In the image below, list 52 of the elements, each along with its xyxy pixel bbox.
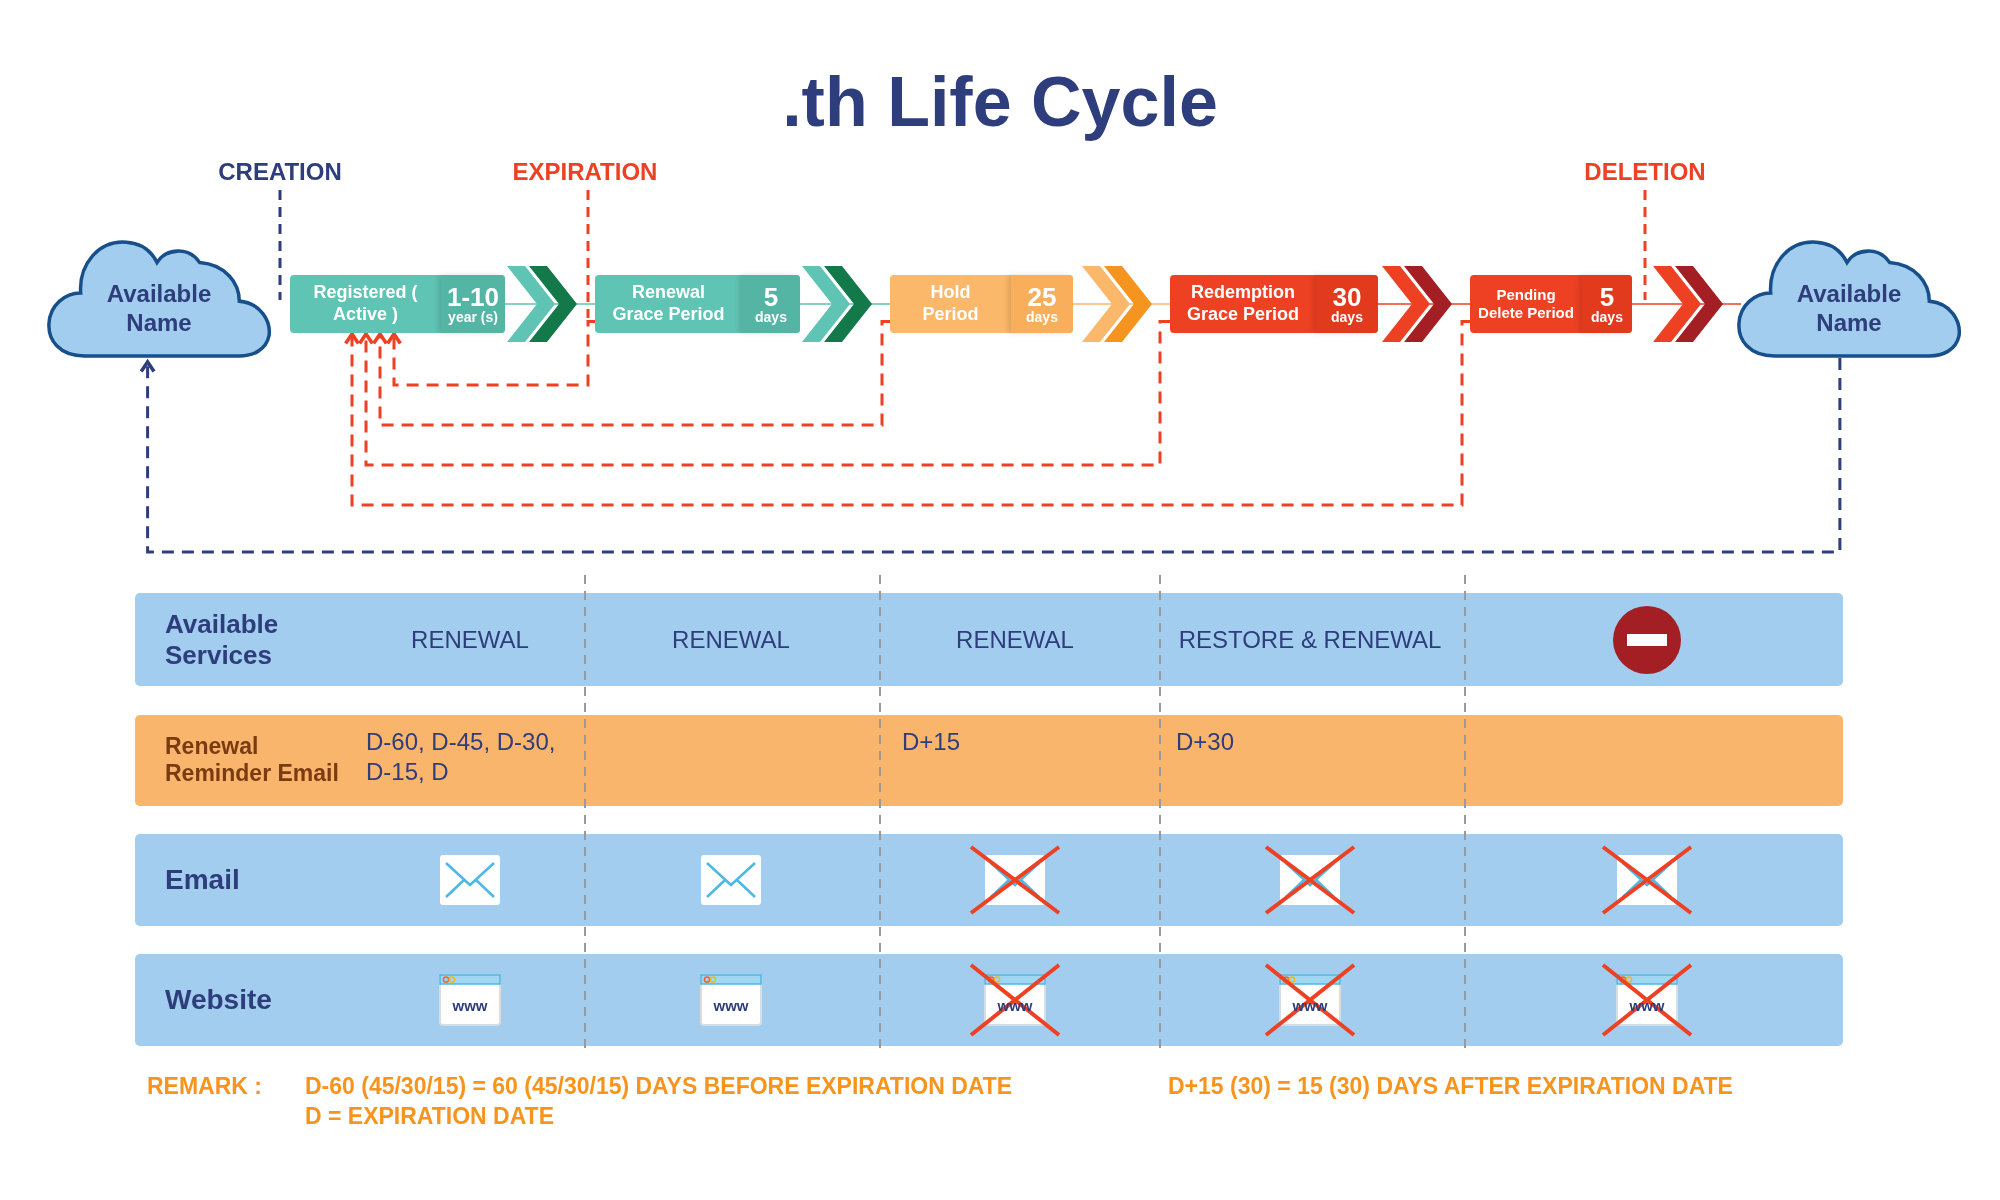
remark-text: D-60 (45/30/15) = 60 (45/30/15) DAYS BEFORE EXPIRATION DATE [305, 1073, 1013, 1100]
duration-number: 5 [1599, 284, 1615, 310]
www-text: www [712, 997, 750, 1016]
row-heading: Website [165, 983, 273, 1017]
dashed-return-arrow [371, 319, 890, 427]
duration-unit: year (s) [448, 310, 498, 324]
cloud-label: Available Name [105, 280, 213, 338]
stage-name: Pending Delete Period [1477, 285, 1575, 323]
stage-name: Redemption Grace Period [1185, 281, 1301, 326]
row-heading: Renewal Reminder Email [165, 732, 340, 789]
stage-box [890, 275, 1073, 333]
duration-unit: days [1591, 310, 1623, 324]
diagram-title: .th Life Cycle [781, 62, 1219, 142]
service-cell-text: RENEWAL [410, 624, 530, 655]
dashed-return-arrow [357, 319, 1171, 467]
stage-box [1170, 275, 1378, 333]
reminder-days-cell-text: D-60, D-45, D-30, D-15, D [366, 727, 557, 787]
table-row-band [135, 954, 1843, 1046]
duration-unit: days [1026, 310, 1058, 324]
table-row-band [135, 715, 1843, 806]
dashed-return-arrow [385, 319, 595, 387]
remark-text: D+15 (30) = 15 (30) DAYS AFTER EXPIRATION DATE [1168, 1073, 1733, 1100]
dashed-return-arrow [343, 319, 1472, 507]
stage-box [595, 275, 800, 333]
service-cell-text: RENEWAL [955, 624, 1075, 655]
stage-box [290, 275, 505, 333]
reminder-days-cell-text: D+30 [1176, 727, 1236, 757]
duration-number: 25 [1027, 284, 1057, 310]
event-label: DELETION [1583, 158, 1707, 186]
event-label: EXPIRATION [511, 158, 659, 186]
duration-number: 30 [1332, 284, 1362, 310]
row-heading: Email [165, 863, 241, 897]
duration-number: 1-10 [446, 284, 499, 310]
event-label: CREATION [217, 158, 343, 186]
duration-number: 5 [763, 284, 779, 310]
stage-box [1470, 275, 1632, 333]
remark-text: REMARK : [147, 1073, 262, 1100]
remark-text: D = EXPIRATION DATE [305, 1103, 554, 1130]
duration-unit: days [1331, 310, 1363, 324]
service-cell-text: RENEWAL [671, 624, 791, 655]
table-row-band [135, 593, 1843, 686]
stage-name: Hold Period [921, 281, 980, 326]
stage-name: Renewal Grace Period [611, 281, 726, 326]
stage-name: Registered ( Active ) [312, 281, 419, 326]
reminder-days-cell-text: D+15 [902, 727, 962, 757]
table-row-band [135, 834, 1843, 926]
duration-unit: days [755, 310, 787, 324]
cloud-label: Available Name [1795, 280, 1903, 338]
dashed-return-arrow [139, 358, 1842, 554]
www-text: www [451, 997, 489, 1016]
service-cell-text: RESTORE & RENEWAL [1177, 624, 1443, 655]
row-heading: Available Services [165, 608, 280, 671]
